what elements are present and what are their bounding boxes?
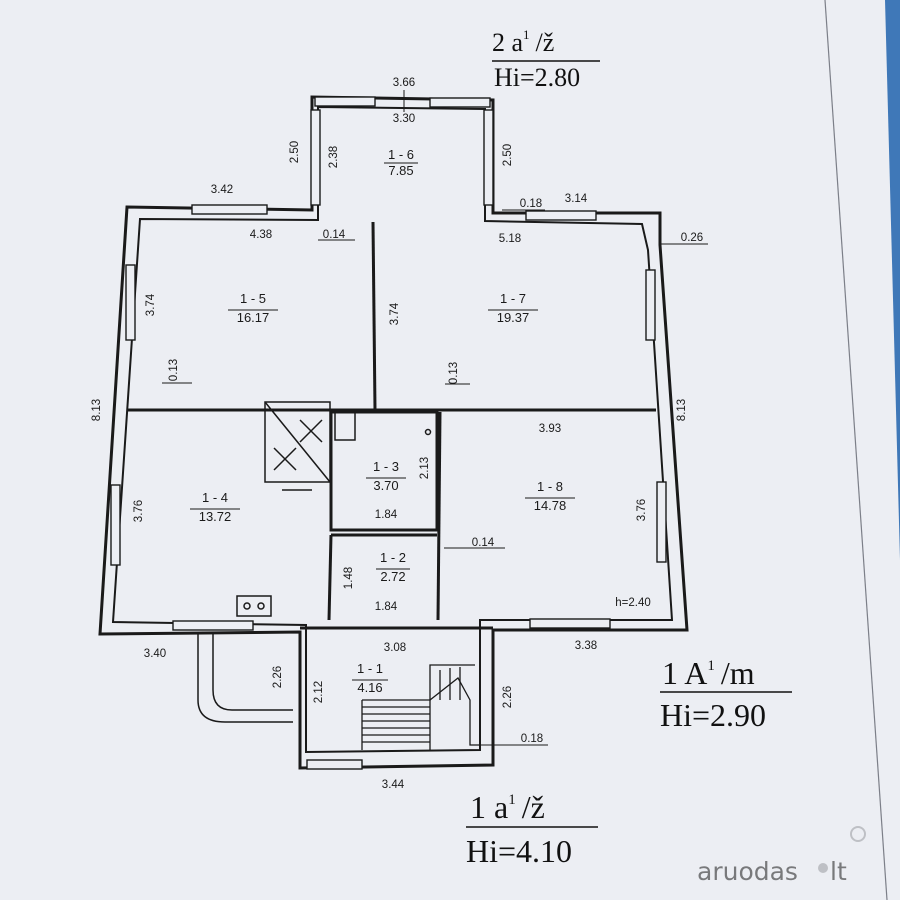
dim: 2.26	[272, 666, 284, 688]
dim: 3.30	[393, 113, 415, 125]
room-1-8-area: 14.78	[534, 498, 567, 513]
dim: 0.26	[681, 232, 703, 244]
dim: 0.14	[472, 537, 495, 549]
stove	[236, 401, 432, 617]
dim: 2.50	[502, 144, 514, 166]
room-1-4-id: 1 - 4	[202, 490, 228, 505]
dim: 0.13	[168, 359, 180, 381]
dimensions: 3.66 3.30 3.42 0.18 3.14 4.38 0.14 5.18 …	[144, 77, 703, 791]
dim: 2.50	[289, 141, 301, 163]
room-labels: 1 - 6 7.85 1 - 5 16.17 1 - 7 19.37 1 - 4…	[199, 147, 567, 695]
closet-walls	[329, 410, 439, 532]
dim: 0.13	[448, 362, 460, 384]
room-1-4-area: 13.72	[199, 509, 232, 524]
dimensions-vertical: 2.50 2.38 2.50 3.74 3.74 0.13 0.13 8.13 …	[91, 141, 688, 708]
dim: 1.48	[343, 567, 355, 589]
stairs	[361, 664, 480, 750]
room-1-5-id: 1 - 5	[240, 291, 266, 306]
dim: 3.76	[636, 499, 648, 521]
dim: h=2.40	[615, 597, 651, 609]
wall-v-lower	[436, 411, 442, 621]
dim: 2.13	[419, 457, 431, 479]
dim: 2.38	[328, 146, 340, 168]
dim: 8.13	[676, 399, 688, 421]
dim: 1.84	[375, 601, 398, 613]
dim: 3.74	[389, 302, 401, 325]
dimension-ticks	[162, 90, 708, 746]
watermark: aruodas lt	[697, 826, 866, 886]
wall-v-upper	[371, 221, 377, 411]
dim: 3.66	[393, 77, 415, 89]
porch-height: Hi=4.10	[466, 833, 572, 869]
dim: 2.26	[502, 686, 514, 708]
svg-text:lt: lt	[830, 857, 847, 886]
dim: 1.84	[375, 509, 398, 521]
dim: 3.14	[565, 193, 588, 205]
dim: 3.38	[575, 640, 597, 652]
porch-title: 1 a1/ž	[470, 789, 545, 825]
room-1-2-area: 2.72	[380, 569, 405, 584]
walls	[98, 95, 689, 770]
room-1-6-area: 7.85	[388, 163, 413, 178]
dim: 3.76	[133, 500, 145, 522]
dim: 3.74	[145, 293, 157, 316]
dim: 3.40	[144, 648, 166, 660]
dim: 4.38	[250, 229, 272, 241]
room-1-7-id: 1 - 7	[500, 291, 526, 306]
dim: 3.93	[539, 423, 561, 435]
entry-ramp	[197, 632, 293, 723]
top-floor-title: 2 a1/ž	[492, 27, 554, 57]
dim: 3.08	[384, 642, 406, 654]
room-1-2-id: 1 - 2	[380, 550, 406, 565]
main-floor-title: 1 A1/m	[662, 655, 755, 691]
room-1-5-area: 16.17	[237, 310, 270, 325]
room-1-1-id: 1 - 1	[357, 661, 383, 676]
wall-v-small	[327, 534, 333, 621]
windows	[110, 96, 667, 770]
dim: 5.18	[499, 233, 521, 245]
room-1-3-area: 3.70	[373, 478, 398, 493]
dim: 8.13	[91, 399, 103, 421]
dim: 0.18	[521, 733, 543, 745]
dim: 2.12	[313, 681, 325, 703]
dim: 0.14	[323, 229, 346, 241]
top-floor-height: Hi=2.80	[494, 63, 580, 92]
paper-margin-line	[824, 0, 888, 900]
outer-wall-inner	[111, 105, 674, 754]
room-1-6-id: 1 - 6	[388, 147, 414, 162]
svg-text:aruodas: aruodas	[697, 857, 798, 886]
room-1-3-id: 1 - 3	[373, 459, 399, 474]
dim: 3.44	[382, 779, 405, 791]
main-floor-height: Hi=2.90	[660, 697, 766, 733]
room-1-1-area: 4.16	[357, 680, 382, 695]
dim: 0.18	[520, 198, 542, 210]
dim: 3.42	[211, 184, 233, 196]
room-1-8-id: 1 - 8	[537, 479, 563, 494]
room-1-7-area: 19.37	[497, 310, 530, 325]
